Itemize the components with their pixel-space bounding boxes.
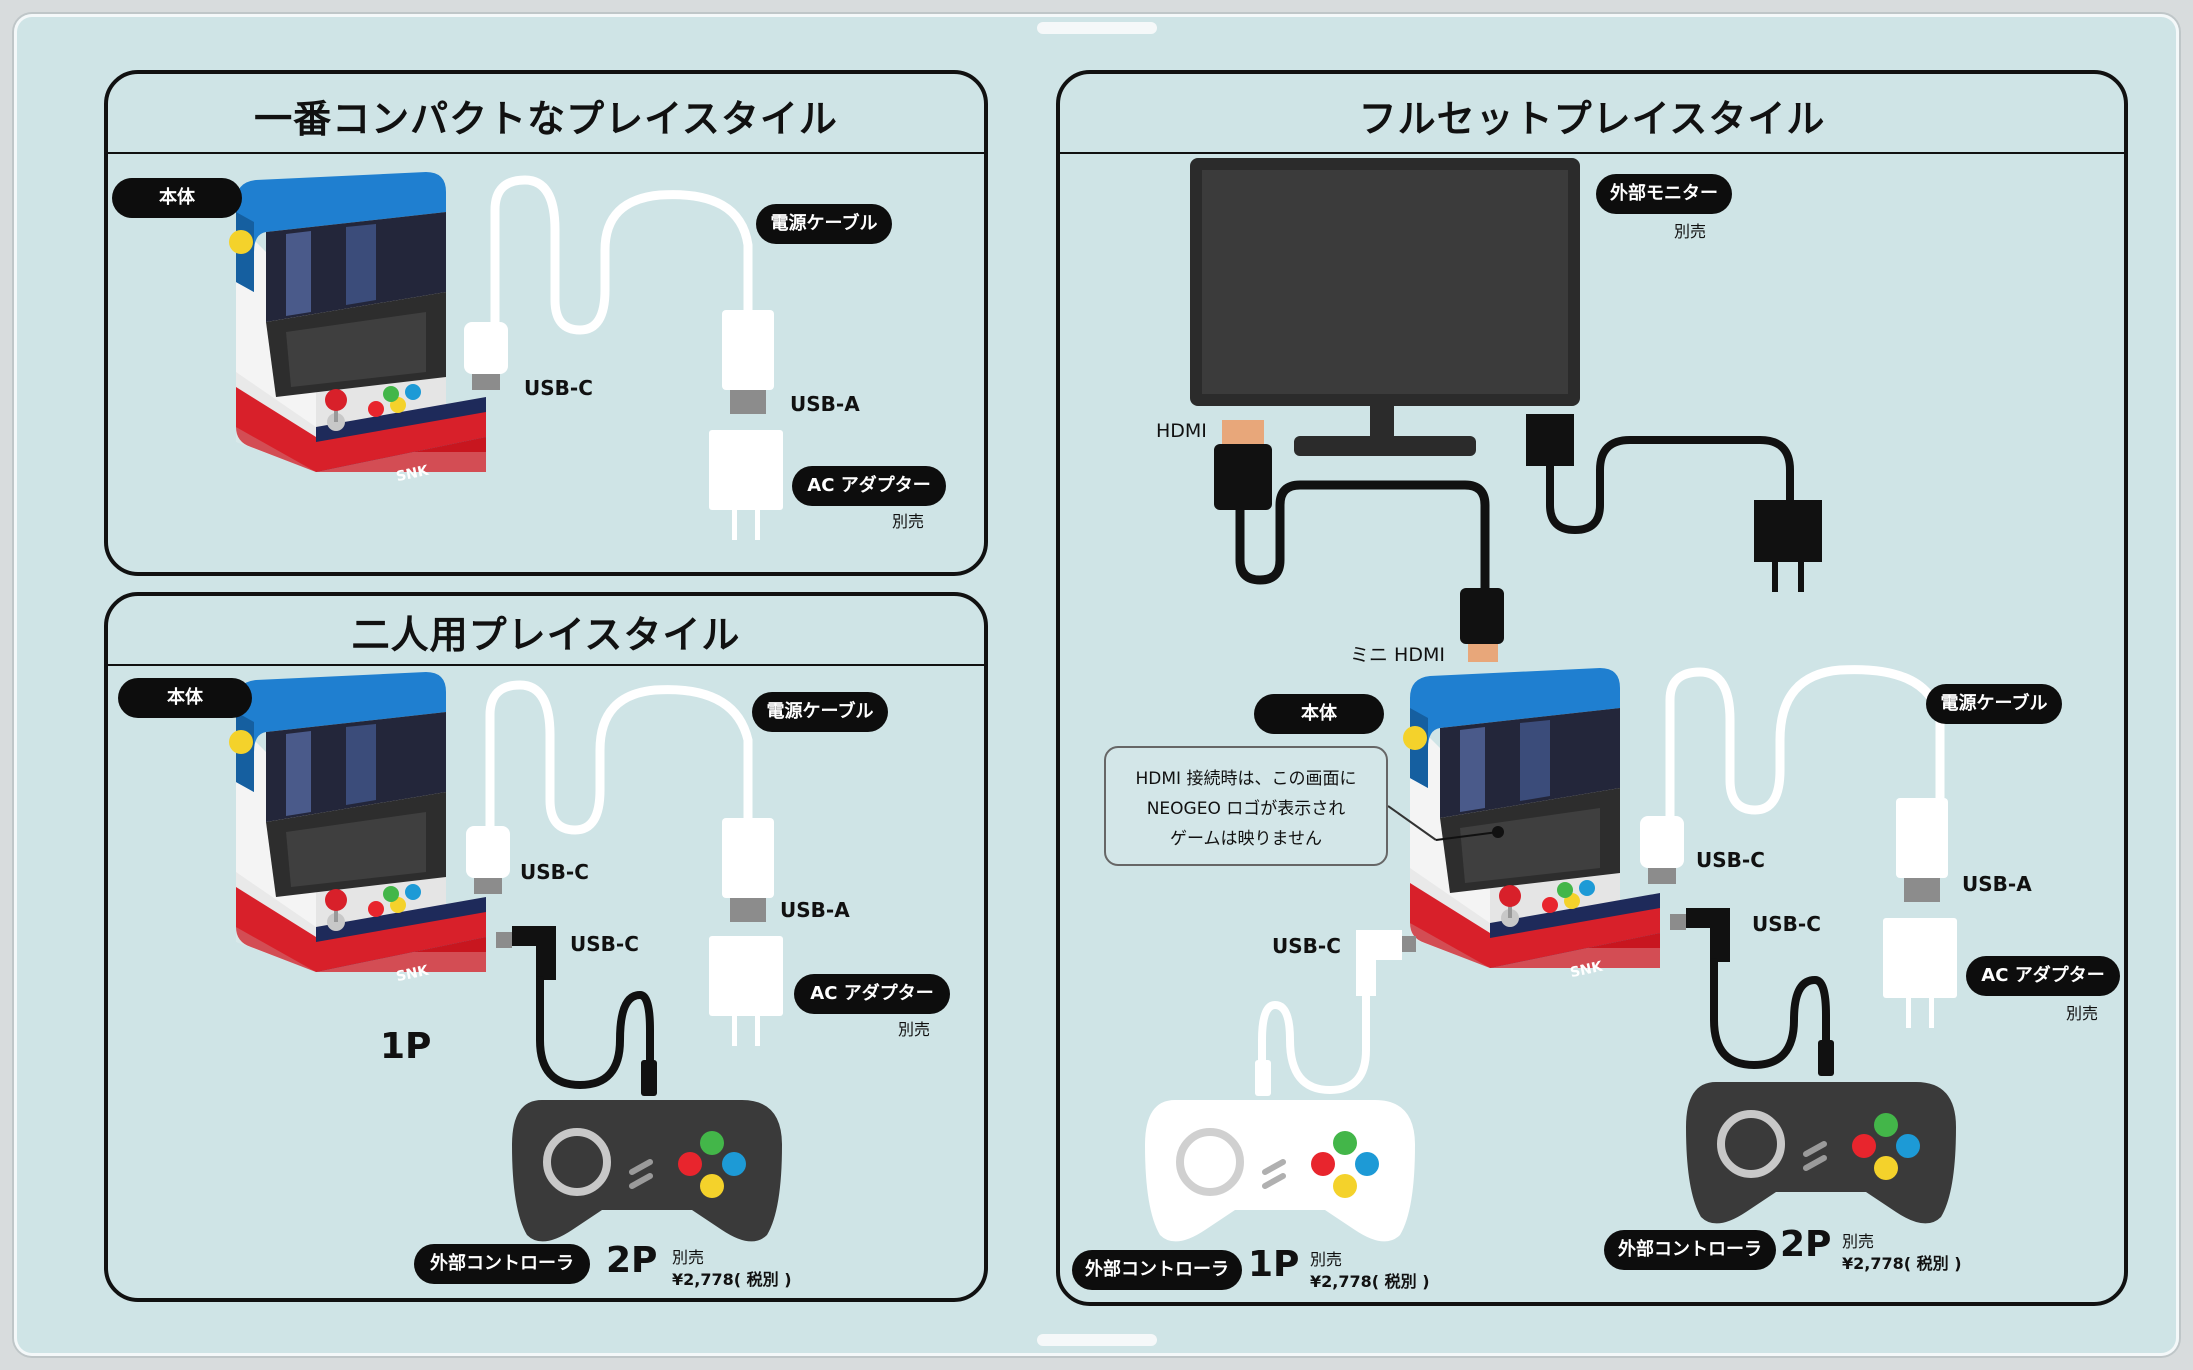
controller-icon: [1145, 1100, 1415, 1241]
ac-adapter-icon: [709, 430, 783, 540]
controller-icon: [512, 1100, 782, 1241]
controller-icon: [1686, 1082, 1956, 1223]
cable-ferrite-icon: [641, 1060, 657, 1096]
power-cable-label: 電源ケーブル: [756, 204, 892, 244]
usb-a-plug-icon: [1896, 798, 1948, 902]
usb-c-angled-plug-icon: [1356, 930, 1416, 996]
ac-adapter-icon: [709, 936, 783, 1046]
ac-adapter-label: AC アダプター: [794, 974, 950, 1014]
player2-label: 2P: [606, 1240, 658, 1281]
cable-ferrite-icon: [1818, 1040, 1834, 1076]
external-controller-label: 外部コントローラ: [414, 1244, 590, 1284]
usb-c-label: USB-C: [1696, 848, 1765, 872]
panel-divider: [1060, 152, 2124, 154]
usb-c-plug-icon: [466, 826, 510, 894]
player1-label: 1P: [1248, 1244, 1300, 1285]
monitor-power-plug-icon: [1526, 414, 1822, 592]
board-top-tab: [1037, 22, 1157, 34]
usb-c-label: USB-C: [520, 860, 589, 884]
arcade-console-icon: [227, 670, 488, 974]
controller-cable-line: [1710, 958, 1830, 1070]
panel-divider: [108, 664, 984, 666]
ac-adapter-icon: [1883, 918, 1957, 1028]
external-controller-label: 外部コントローラ: [1072, 1250, 1242, 1290]
external-controller-label: 外部コントローラ: [1604, 1230, 1776, 1270]
price-label: ¥2,778( 税別 ): [1842, 1254, 1962, 1273]
sold-separately-label: 別売: [1310, 1250, 1343, 1269]
usb-c-controller-label: USB-C: [1752, 912, 1821, 936]
sold-separately-label: 別売: [1674, 222, 1707, 241]
player1-label: 1P: [380, 1026, 432, 1067]
controller-cable-line: [1258, 992, 1370, 1095]
console-label: 本体: [118, 678, 252, 718]
usb-c-plug-icon: [1640, 816, 1684, 884]
cable-ferrite-icon: [1255, 1060, 1271, 1096]
power-cable-line: [490, 175, 753, 335]
sold-separately-label: 別売: [2066, 1004, 2099, 1023]
arcade-console-icon: [1401, 666, 1662, 970]
hdmi-plug-icon: [1214, 420, 1272, 510]
sold-separately-label: 別売: [892, 512, 925, 531]
usb-a-label: USB-A: [1962, 872, 2032, 896]
console-label: 本体: [1254, 694, 1384, 734]
panel-compact: [104, 70, 988, 576]
mini-hdmi-label: ミニ HDMI: [1350, 644, 1445, 666]
controller-cable-line: [536, 976, 654, 1090]
power-cable-line: [1665, 665, 1945, 825]
arcade-console-icon: [227, 170, 488, 474]
note-line: HDMI 接続時は、この画面に: [1135, 769, 1357, 789]
usb-c-angled-plug-icon: [496, 926, 556, 980]
panel-title-full-set: フルセットプレイスタイル: [1358, 97, 1826, 141]
ac-adapter-label: AC アダプター: [792, 466, 946, 506]
sold-separately-label: 別売: [898, 1020, 931, 1039]
usb-a-plug-icon: [722, 818, 774, 922]
sold-separately-label: 別売: [1842, 1232, 1875, 1251]
note-pointer: [1387, 805, 1437, 841]
hdmi-label: HDMI: [1156, 420, 1207, 442]
hdmi-cable-line: [1235, 480, 1490, 600]
usb-c-controller-label: USB-C: [1272, 934, 1341, 958]
usb-a-plug-icon: [722, 310, 774, 414]
sold-separately-label: 別売: [672, 1248, 705, 1267]
power-cable-label: 電源ケーブル: [1926, 684, 2062, 724]
panel-two-player: [104, 592, 988, 1302]
usb-c-plug-icon: [464, 322, 508, 390]
power-cable-line: [485, 680, 753, 835]
note-pointer: [1435, 831, 1499, 841]
external-monitor-label: 外部モニター: [1596, 174, 1732, 214]
usb-c-controller-label: USB-C: [570, 932, 639, 956]
panel-title-two-player: 二人用プレイスタイル: [351, 613, 741, 657]
console-label: 本体: [112, 178, 242, 218]
note-line: ゲームは映りません: [1170, 829, 1322, 849]
ac-adapter-label: AC アダプター: [1966, 956, 2120, 996]
hdmi-note-callout: HDMI 接続時は、この画面に NEOGEO ロゴが表示され ゲームは映りません: [1104, 746, 1388, 866]
price-label: ¥2,778( 税別 ): [1310, 1272, 1430, 1291]
panel-full-set: [1056, 70, 2128, 1306]
panel-title-compact: 一番コンパクトなプレイスタイル: [254, 97, 838, 141]
note-pointer-dot: [1492, 826, 1504, 838]
usb-a-label: USB-A: [780, 898, 850, 922]
power-cable-label: 電源ケーブル: [752, 692, 888, 732]
usb-a-label: USB-A: [790, 392, 860, 416]
usb-c-label: USB-C: [524, 376, 593, 400]
mini-hdmi-plug-icon: [1460, 588, 1504, 662]
player2-label: 2P: [1780, 1224, 1832, 1265]
panel-divider: [108, 152, 984, 154]
note-line: NEOGEO ロゴが表示され: [1146, 799, 1346, 819]
usb-c-angled-plug-icon: [1670, 908, 1730, 962]
board-bottom-tab: [1037, 1334, 1157, 1346]
monitor-icon: [1190, 158, 1580, 456]
price-label: ¥2,778( 税別 ): [672, 1270, 792, 1289]
